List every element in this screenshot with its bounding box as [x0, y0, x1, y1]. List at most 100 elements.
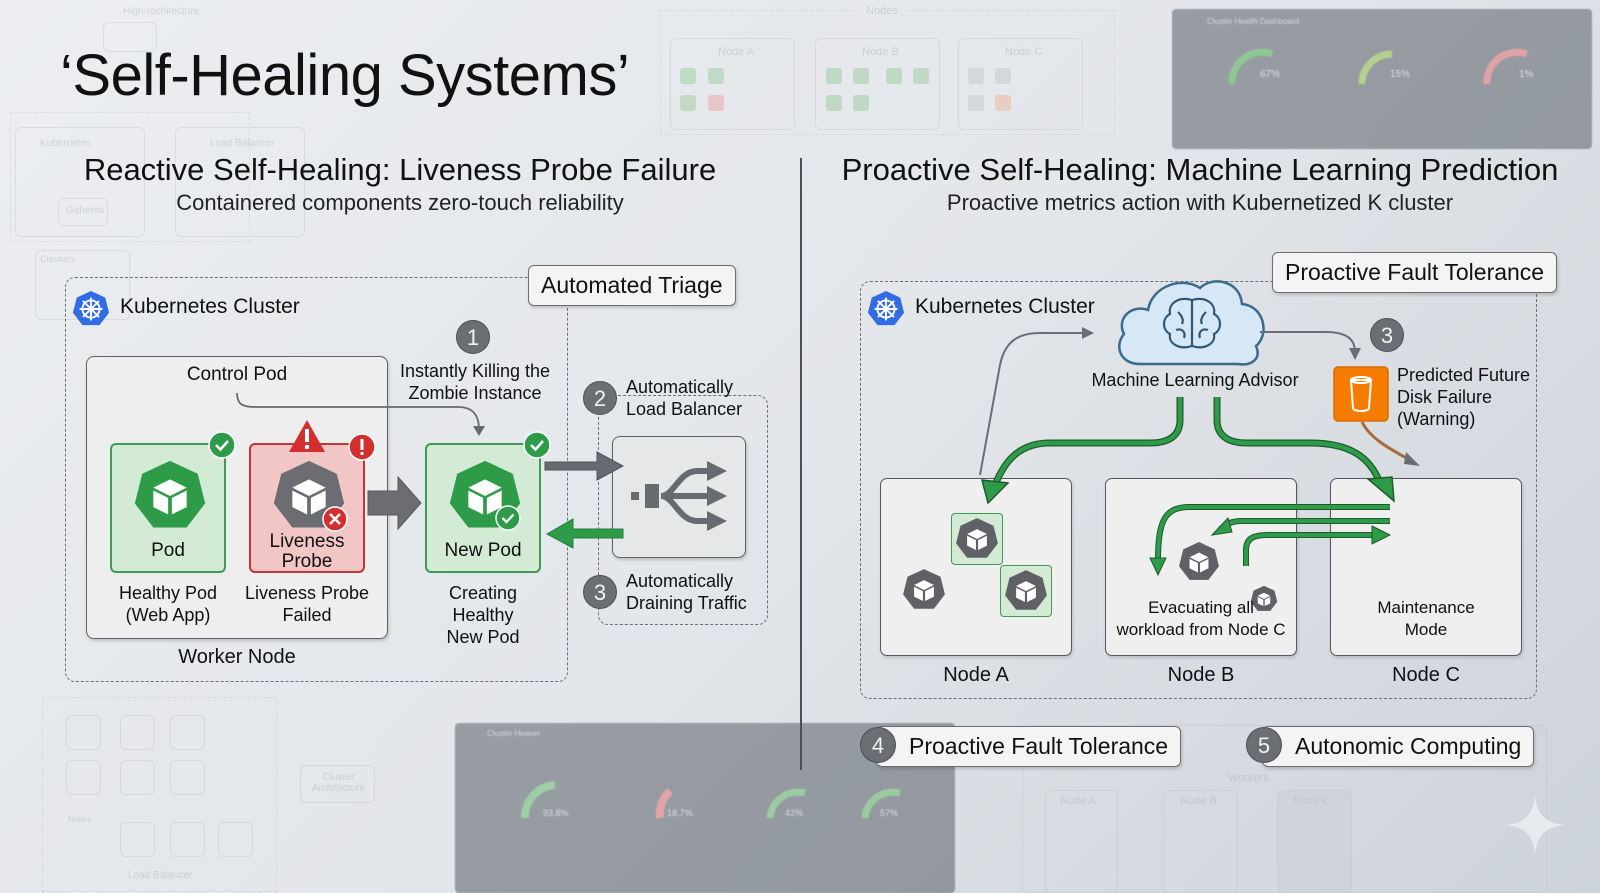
bg-node-label: Node B: [862, 46, 899, 58]
brain-icon: [1162, 297, 1222, 349]
step-3-badge: 3: [583, 575, 617, 609]
load-balancer-icon: [631, 461, 727, 531]
bg-clusters-label: Clastters: [40, 254, 76, 264]
autonomic-computing-callout-label: Autonomic Computing: [1295, 733, 1522, 759]
warning-to-node-c-arrow: [1360, 421, 1420, 466]
new-pod-caption-line1: Creating: [448, 583, 518, 603]
bg-dashboard-title: Cluster Heaver: [487, 729, 541, 738]
bg-gauge-arc: [521, 781, 556, 819]
from-load-balancer-arrow: [545, 518, 624, 549]
new-pod-inner-check-icon: [495, 505, 521, 531]
node-b-text-line2: workload from Node C: [1116, 620, 1286, 639]
bg-pod-icon: [913, 68, 929, 84]
bg-pod-icon-warning: [995, 95, 1011, 111]
bg-nodes-frame: [660, 10, 1115, 135]
healthy-pod-caption-line1: Healthy Pod: [118, 583, 218, 603]
bg-box: [120, 760, 155, 795]
control-pod-label: Control Pod: [186, 364, 288, 385]
new-pod-caption-line3: New Pod: [446, 627, 520, 647]
warning-step-badge: 3: [1370, 318, 1404, 352]
bg-gauges: [1228, 48, 1529, 85]
bg-box: [120, 715, 155, 750]
load-balancer-box[interactable]: [612, 436, 746, 558]
bg-pod-icon: [708, 68, 724, 84]
bg-gauge-arc: [766, 788, 806, 819]
new-pod-name: New Pod: [444, 540, 522, 561]
new-pod-card[interactable]: New Pod: [425, 443, 541, 573]
evacuation-arrows: [1149, 504, 1392, 577]
step-2-text-line1: Automatically: [626, 377, 734, 397]
ml-migration-arrows: [980, 397, 1395, 505]
reactive-title: Reactive Self-Healing: Liveness Probe Fa…: [83, 152, 717, 187]
warning-text-line2: Disk Failure: [1397, 387, 1493, 407]
healthy-pod-card[interactable]: Pod: [110, 443, 226, 573]
bg-kubernetes-label: Kubernetes: [40, 138, 92, 149]
bg-node-card: [670, 38, 795, 130]
bg-nodes-title: Nodes: [860, 5, 904, 17]
healthy-check-icon: [208, 431, 236, 459]
step-1-badge: 1: [456, 320, 490, 354]
bg-gauge-arc: [1358, 50, 1393, 85]
bg-load-balancer-box: [175, 127, 305, 237]
pod-icon: [1005, 570, 1047, 610]
replace-arrow-icon: [367, 475, 422, 531]
bg-cluster-architecture-label: Cluster Architecture: [311, 772, 366, 794]
ml-to-node-c-arrow: [1213, 397, 1384, 485]
bg-gauge-value: 15%: [1390, 69, 1411, 80]
failed-pod-caption-line1: Liveness Probe: [244, 583, 370, 603]
fault-tolerance-callout-label: Proactive Fault Tolerance: [909, 733, 1169, 759]
autonomic-computing-callout: Autonomic Computing: [1262, 726, 1535, 767]
bg-box: [218, 822, 253, 857]
bg-nodes-label: Nodes: [68, 815, 92, 824]
ml-cloud-icon[interactable]: [1112, 272, 1272, 370]
bg-pod-icon: [968, 68, 984, 84]
healthy-pod-caption-line2: (Web App): [125, 605, 211, 625]
node-c-text-line2: Mode: [1404, 620, 1448, 639]
new-pod-check-icon: [523, 431, 551, 459]
pod-icon: [956, 518, 998, 558]
bg-worker-label: Node A: [1060, 795, 1097, 807]
step-3-text-line1: Automatically: [626, 571, 734, 591]
bg-node-label: Node A: [718, 46, 755, 58]
proactive-subtitle: Proactive metrics action with Kubernetiz…: [946, 190, 1454, 215]
alert-icon: [348, 433, 376, 461]
error-x-icon: [322, 506, 348, 532]
reactive-cluster-label: Kubernetes Cluster: [120, 295, 300, 318]
pod-icon: [1179, 542, 1219, 580]
fault-tolerance-callout: Proactive Fault Tolerance: [876, 726, 1182, 767]
bg-box: [170, 760, 205, 795]
sparkle-icon: [1505, 795, 1565, 855]
bg-pod-icon-failed: [708, 95, 724, 111]
traffic-arrows: [544, 451, 625, 549]
step-2-badge: 2: [583, 381, 617, 415]
bg-node-card: [815, 38, 940, 130]
kill-connector-arrow: [236, 392, 485, 436]
step-3-text-line2: Draining Traffic: [626, 593, 747, 613]
bg-worker-label: Node B: [1180, 795, 1217, 807]
bg-gauge-value: 18.7%: [667, 808, 693, 818]
ml-advisor-label: Machine Learning Advisor: [1091, 370, 1299, 390]
bg-worker-label: Node C: [1293, 795, 1331, 807]
step-2-text-line2: Load Balancer: [626, 399, 743, 419]
step-5-badge: 5: [1246, 727, 1282, 763]
bg-pod-icon: [680, 68, 696, 84]
bg-gauge-value: 42%: [785, 808, 804, 818]
pod-icon-small: [1250, 585, 1278, 611]
proactive-cluster-frame: [860, 281, 1537, 699]
bg-pod-icon: [995, 68, 1011, 84]
bg-gauge-value: 93.8%: [543, 808, 569, 818]
bg-pod-icon: [968, 95, 984, 111]
bg-workers-title: Workers: [1228, 772, 1269, 784]
node-a-label: Node A: [943, 664, 1009, 686]
to-load-balancer-arrow: [544, 451, 625, 481]
step-4-badge: 4: [860, 727, 896, 763]
warning-text-line1: Predicted Future: [1397, 365, 1531, 385]
ml-data-flow-arrows: [979, 327, 1361, 476]
bg-dashboard-title: Cluster Health Dashboard: [1207, 17, 1300, 26]
ml-to-warning-arrow: [1260, 331, 1356, 353]
disk-warning-icon[interactable]: [1333, 366, 1389, 422]
bg-pod-icon: [826, 68, 842, 84]
bg-box: [170, 715, 205, 750]
failed-pod-caption-line2: Failed: [282, 605, 332, 625]
bg-diagram-title: High-rechitecture: [123, 6, 200, 17]
